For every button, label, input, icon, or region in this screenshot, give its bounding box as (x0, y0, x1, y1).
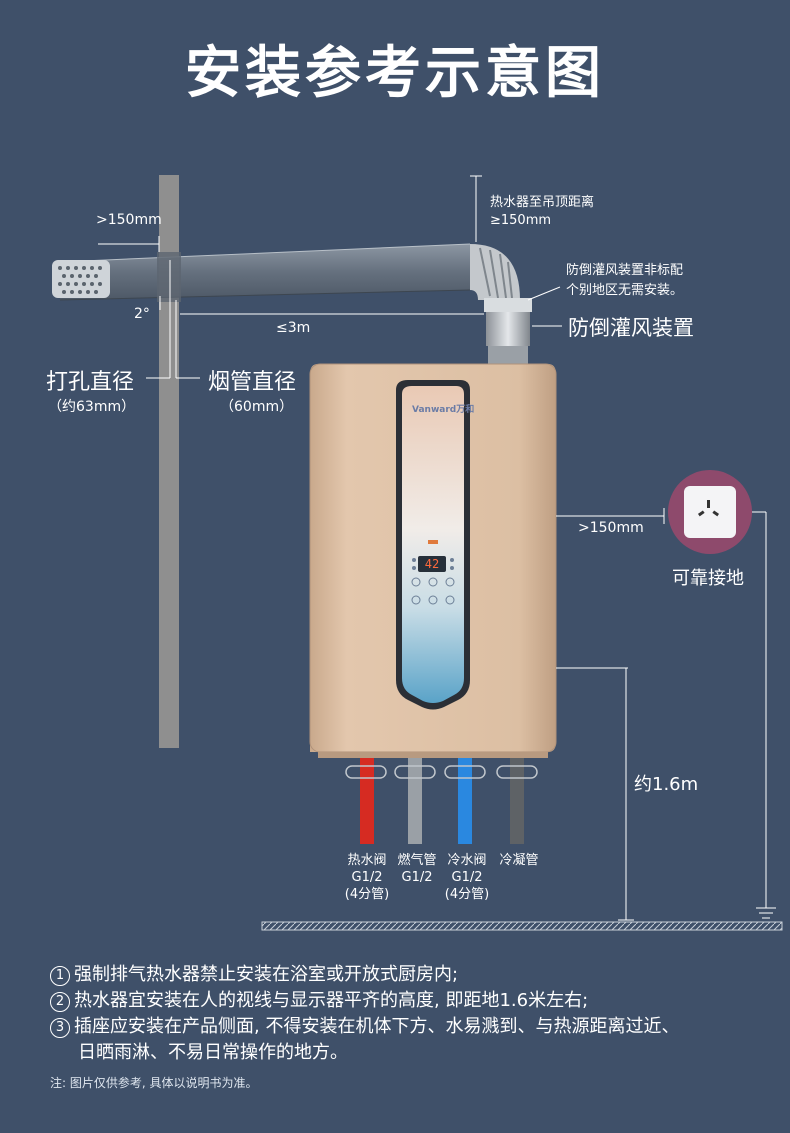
hole-diameter-value: （约63mm） (48, 399, 136, 415)
anti-backdraft-label: 防倒灌风装置 (568, 316, 694, 340)
dimension-lines (98, 175, 776, 921)
flue-pipe (52, 243, 532, 364)
brand-logo: Vanward万和 (412, 405, 475, 415)
note-item: 日晒雨淋、不易日常操作的地方。 (78, 1042, 348, 1063)
ceiling-distance-value: ≥150mm (490, 213, 552, 228)
pipe-label-condensate: 冷凝管 (499, 853, 539, 868)
inlet-pipes (345, 758, 538, 844)
page-title: 安装参考示意图 (185, 41, 605, 106)
socket-icon (668, 470, 752, 554)
flue-spacing-label: >150mm (96, 212, 162, 228)
hole-diameter-label: 打孔直径 (46, 370, 135, 395)
ground-label: 可靠接地 (672, 568, 744, 589)
anti-backdraft-note-2: 个别地区无需安装。 (566, 283, 684, 298)
footnote: 注: 图片仅供参考, 具体以说明书为准。 (50, 1076, 258, 1090)
flue-diameter-value: （60mm） (220, 399, 294, 415)
side-spacing-label: >150mm (578, 520, 644, 536)
length-label: ≤3m (276, 320, 311, 336)
anti-backdraft-note: 防倒灌风装置非标配 (566, 263, 684, 278)
floor (261, 921, 783, 931)
wall (159, 175, 179, 748)
flue-diameter-label: 烟管直径 (208, 370, 297, 395)
ceiling-distance-label: 热水器至吊顶距离 (490, 195, 595, 210)
slope-label: 2° (134, 306, 150, 322)
temperature-display: 42 (418, 556, 446, 572)
installation-diagram (52, 175, 783, 931)
height-label: 约1.6m (634, 774, 699, 795)
